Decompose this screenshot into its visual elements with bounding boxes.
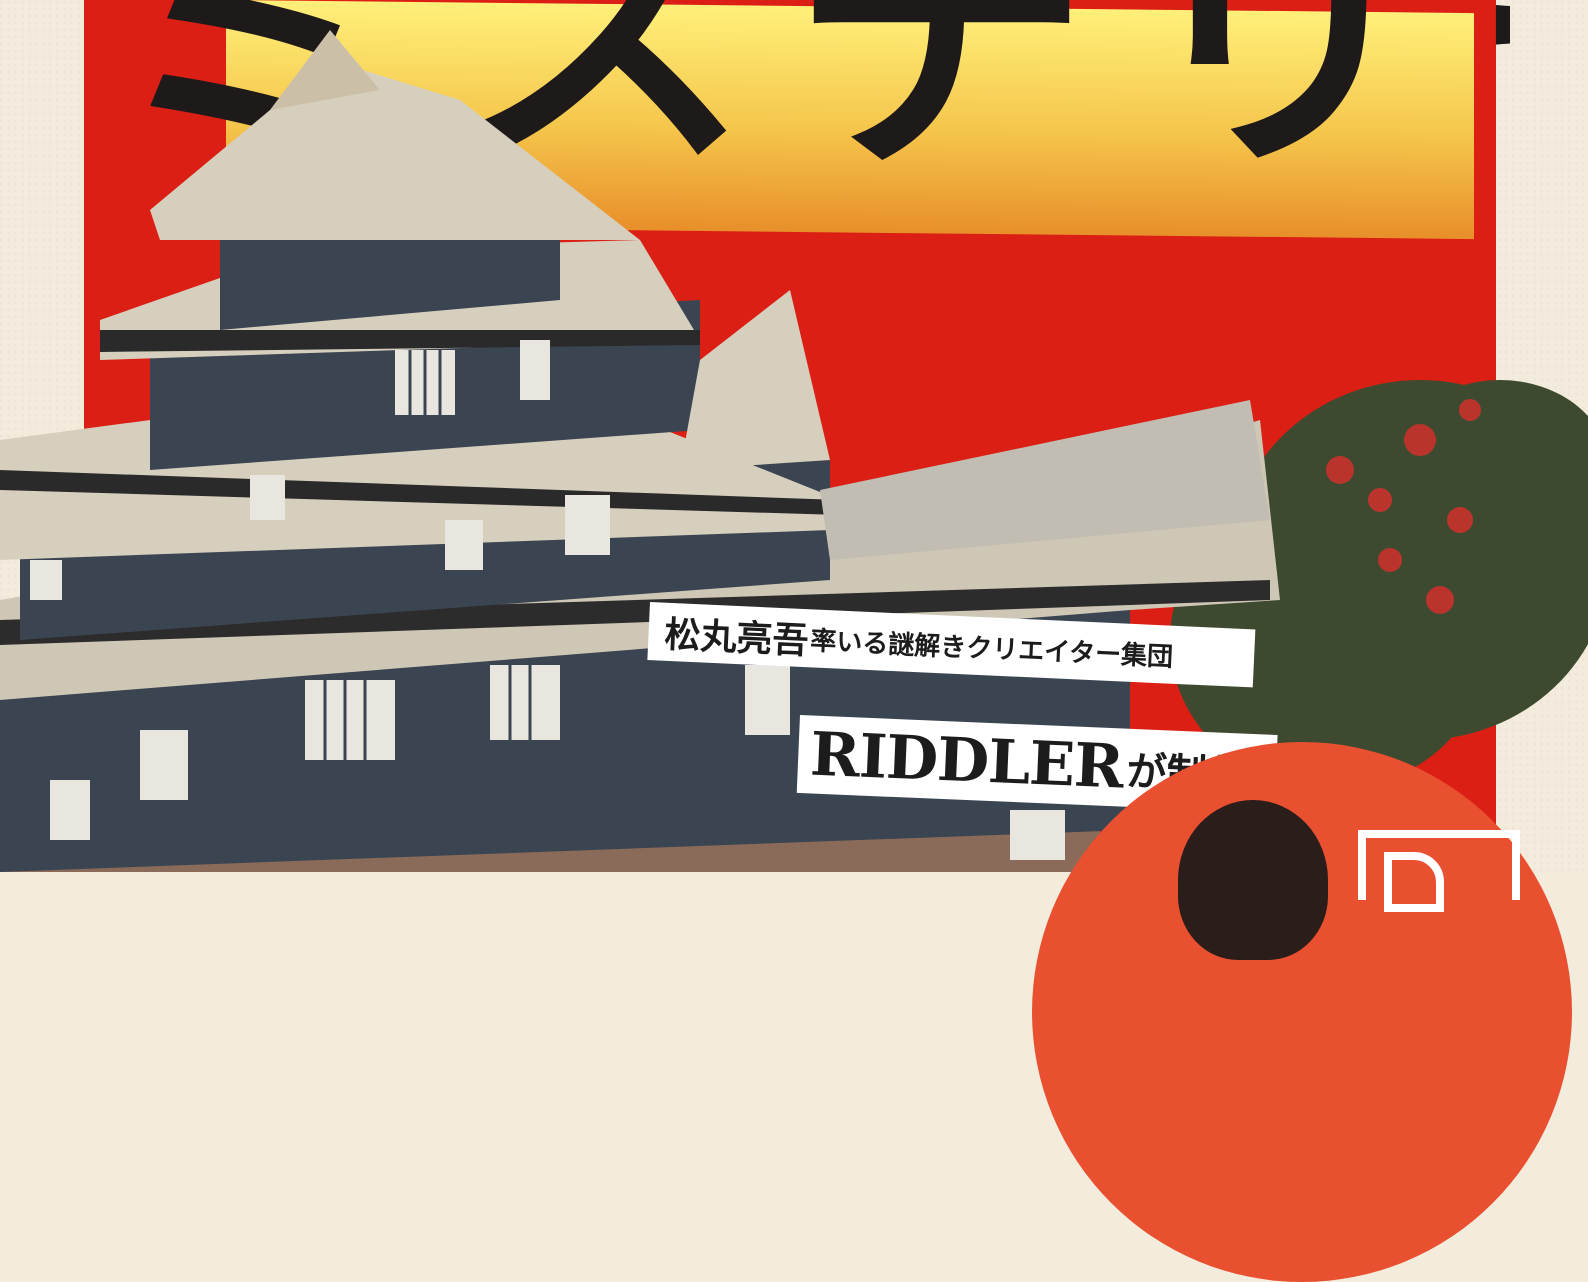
castle-illustration xyxy=(0,30,1588,872)
person-photo xyxy=(1178,800,1328,960)
credit-group: RIDDLER xyxy=(808,719,1125,803)
tagline-rest: 率いる謎解きクリエイター集団 xyxy=(809,625,1174,673)
riddler-logo-icon xyxy=(1358,830,1520,912)
logo-letter-shape xyxy=(1384,852,1444,912)
tagline-name: 松丸亮吾 xyxy=(663,613,810,663)
